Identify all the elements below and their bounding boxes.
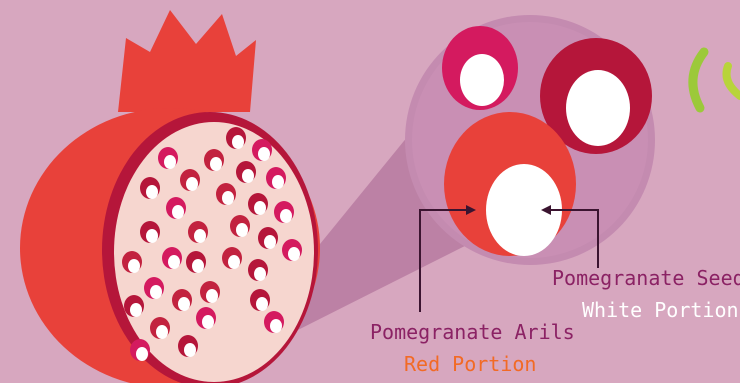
aril-seed-core bbox=[186, 177, 198, 191]
aril-seed-core bbox=[184, 343, 196, 357]
aril-seed-core bbox=[146, 229, 158, 243]
pomegranate-crown bbox=[118, 10, 256, 112]
aril-seed-core bbox=[254, 267, 266, 281]
aril-seed-core bbox=[206, 289, 218, 303]
aril-seed-core bbox=[256, 297, 268, 311]
aril-seed-core bbox=[194, 229, 206, 243]
aril-seed-core bbox=[258, 147, 270, 161]
aril-seed-core bbox=[210, 157, 222, 171]
aril-seed-core bbox=[164, 155, 176, 169]
arils-title-label: Pomegranate Arils bbox=[370, 320, 575, 344]
seed-title-label: Pomegranate Seed bbox=[552, 266, 740, 290]
aril-seed-core bbox=[232, 135, 244, 149]
aril-seed-core bbox=[222, 191, 234, 205]
aril-seed-core bbox=[254, 201, 266, 215]
small-aril-seed bbox=[460, 54, 504, 106]
aril-seed-core bbox=[264, 235, 276, 249]
seed-sub-label: White Portion bbox=[582, 298, 739, 322]
aril-seed-core bbox=[272, 175, 284, 189]
aril-seed-core bbox=[288, 247, 300, 261]
green-leaf-edge-2 bbox=[727, 66, 740, 96]
aril-seed-core bbox=[280, 209, 292, 223]
aril-seed-core bbox=[168, 255, 180, 269]
aril-seed-core bbox=[236, 223, 248, 237]
aril-seed-core bbox=[172, 205, 184, 219]
aril-seed-core bbox=[136, 347, 148, 361]
aril-seed-core bbox=[178, 297, 190, 311]
aril-seed-core bbox=[150, 285, 162, 299]
green-leaf-edge bbox=[693, 52, 704, 108]
aril-seed-core bbox=[128, 259, 140, 273]
aril-seed-core bbox=[130, 303, 142, 317]
aril-seed-core bbox=[146, 185, 158, 199]
aril-seed-core bbox=[202, 315, 214, 329]
aril-seed-core bbox=[228, 255, 240, 269]
arils-sub-label: Red Portion bbox=[404, 352, 536, 376]
aril-seed-core bbox=[242, 169, 254, 183]
aril-seed-core bbox=[192, 259, 204, 273]
medium-aril-seed bbox=[566, 70, 630, 146]
aril-seed-core bbox=[156, 325, 168, 339]
aril-seed-core bbox=[270, 319, 282, 333]
